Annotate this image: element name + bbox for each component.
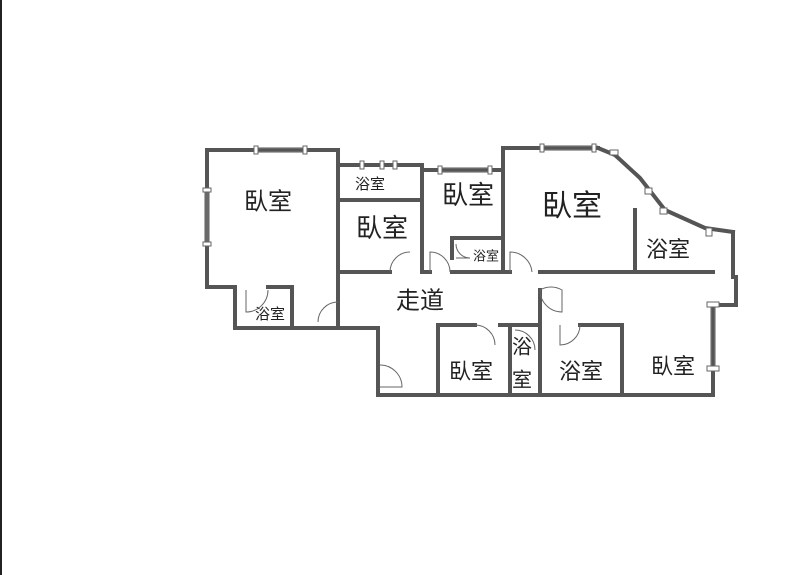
left-border <box>0 0 2 575</box>
room-label-bedroom-mid-top: 臥室 <box>442 180 494 210</box>
room-label-corridor: 走道 <box>396 287 444 314</box>
room-label-bath-s: 浴室 <box>559 359 603 384</box>
room-labels: 臥室 浴室 臥室 臥室 浴室 臥室 浴室 浴室 走道 臥室 浴 室 浴室 臥室 <box>244 176 695 391</box>
windows <box>202 143 720 372</box>
interior-walls <box>233 148 715 397</box>
room-label-bath-ne: 浴室 <box>646 237 690 262</box>
room-label-bedroom-se: 臥室 <box>651 354 695 379</box>
room-label-bath-w: 浴室 <box>255 306 285 323</box>
room-label-bath-mid-small: 浴室 <box>473 248 499 263</box>
room-label-bath-s-narrow-bottom: 室 <box>512 368 532 391</box>
room-label-bedroom-mid-small: 臥室 <box>356 213 408 243</box>
room-label-bedroom-ne-large: 臥室 <box>542 190 602 223</box>
room-label-bath-s-narrow-top: 浴 <box>512 335 532 358</box>
room-label-bedroom-s: 臥室 <box>449 359 493 384</box>
doors <box>245 243 581 388</box>
room-label-bedroom-nw: 臥室 <box>244 188 292 215</box>
room-label-bath-top-small: 浴室 <box>355 176 385 193</box>
